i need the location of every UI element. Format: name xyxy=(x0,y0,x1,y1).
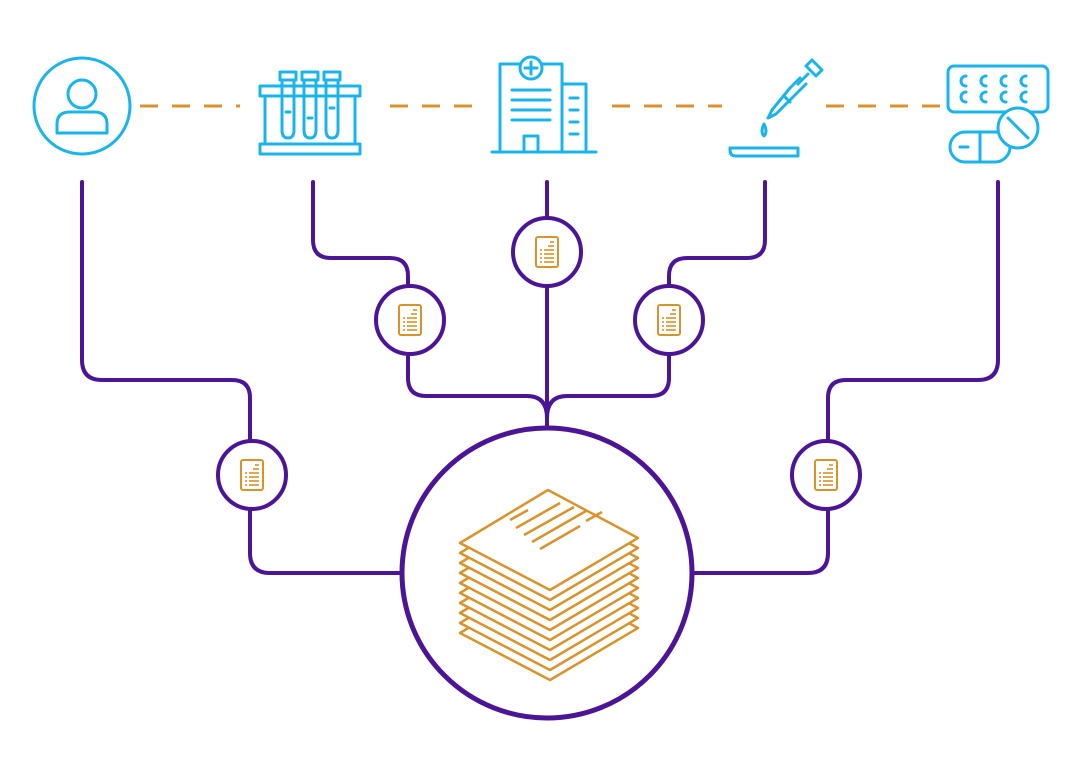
document-stack-icon xyxy=(458,488,640,682)
sheet-text-line xyxy=(539,524,581,551)
central-repository xyxy=(399,425,695,721)
document-nodes xyxy=(216,216,862,511)
person-icon xyxy=(32,56,132,156)
test-tubes-icon xyxy=(258,70,362,156)
sheet-text-line xyxy=(509,508,529,522)
document-node xyxy=(511,216,583,288)
connector-lines xyxy=(80,180,1000,575)
connector-pharmacy xyxy=(690,180,1000,575)
sheet-text-line xyxy=(585,510,603,523)
document-node xyxy=(216,439,288,511)
sheet-text-line xyxy=(515,501,561,530)
connector-lab xyxy=(311,180,549,420)
pill-pack-icon xyxy=(946,64,1050,164)
document-node xyxy=(374,284,446,356)
hospital-icon xyxy=(490,55,598,154)
connector-patient xyxy=(80,180,406,575)
pipette-dish-icon xyxy=(728,58,824,158)
stack-sheet xyxy=(458,488,640,592)
sheet-text-line xyxy=(531,509,587,544)
document-node xyxy=(633,284,705,356)
sheet-text-line xyxy=(523,505,575,537)
connector-research xyxy=(545,180,767,420)
document-node xyxy=(790,439,862,511)
